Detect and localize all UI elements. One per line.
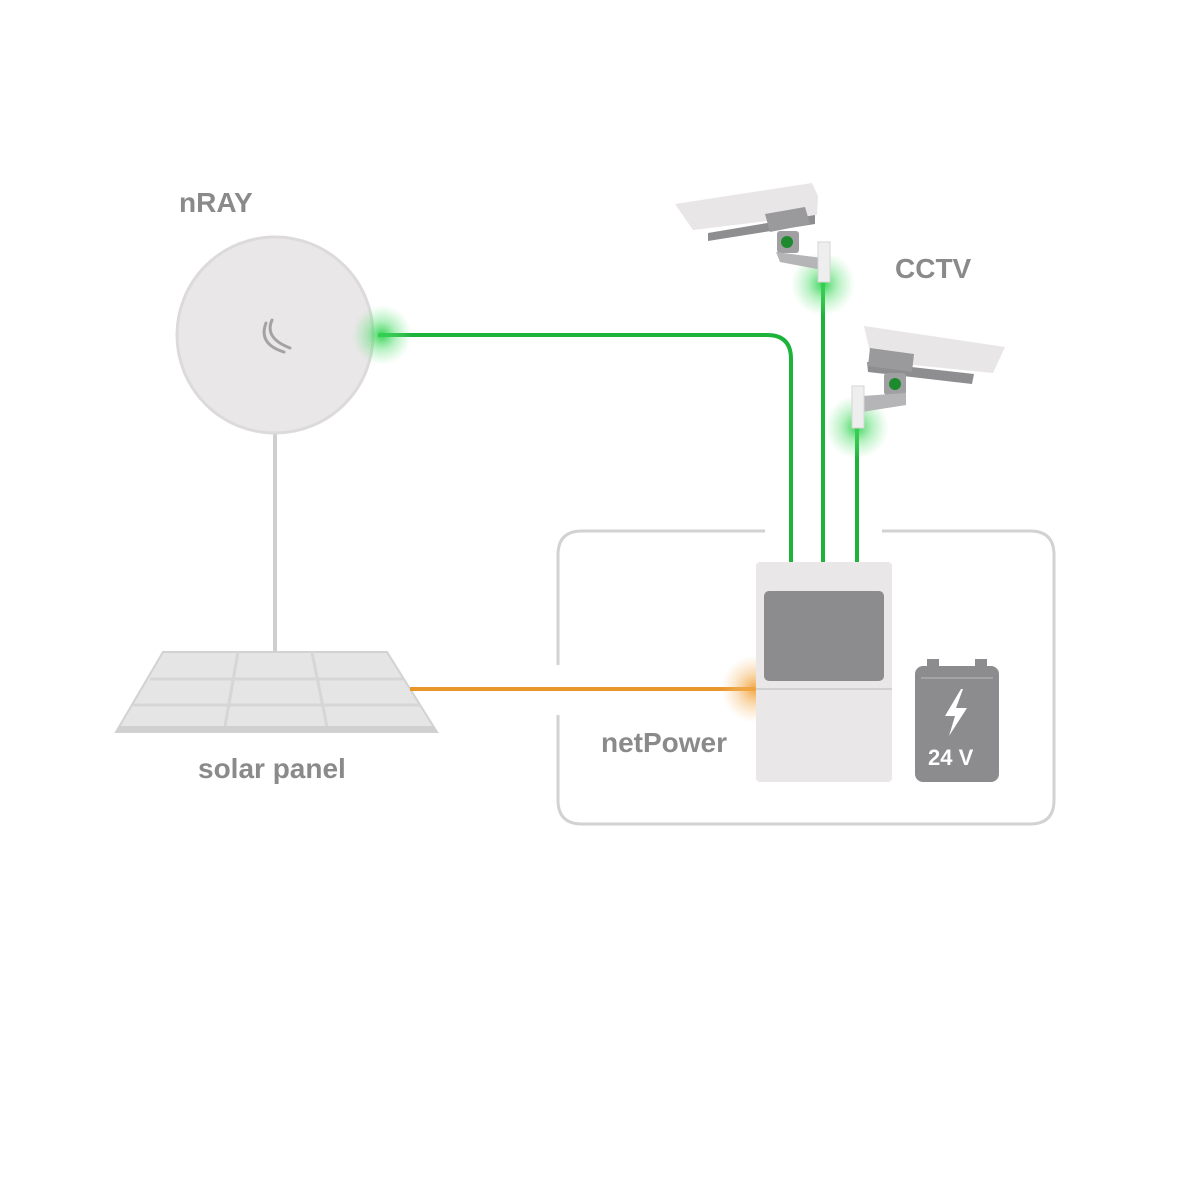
nray-data-cable bbox=[378, 333, 793, 564]
cctv-camera-2 bbox=[851, 326, 1005, 429]
nray-device bbox=[175, 235, 375, 435]
cctv-camera-icon bbox=[781, 236, 793, 248]
netpower-enclosure-outline bbox=[556, 529, 1056, 826]
battery-voltage-label: 24 V bbox=[928, 745, 974, 770]
nray-port-glow bbox=[352, 305, 412, 365]
lightning-bolt-icon bbox=[945, 689, 967, 736]
mikrotik-swirl-icon bbox=[262, 318, 292, 354]
data-cables bbox=[378, 282, 859, 564]
netpower-device bbox=[756, 562, 892, 782]
cctv-label: CCTV bbox=[895, 253, 972, 284]
nray-label: nRAY bbox=[179, 187, 253, 218]
cctv1-port-glow bbox=[791, 252, 855, 316]
cctv-camera-1 bbox=[675, 183, 831, 283]
netpower-display bbox=[764, 591, 884, 681]
netpower-label: netPower bbox=[601, 727, 727, 758]
battery-icon bbox=[915, 659, 999, 782]
solar-panel-label: solar panel bbox=[198, 753, 346, 784]
solar-panel bbox=[114, 651, 439, 733]
